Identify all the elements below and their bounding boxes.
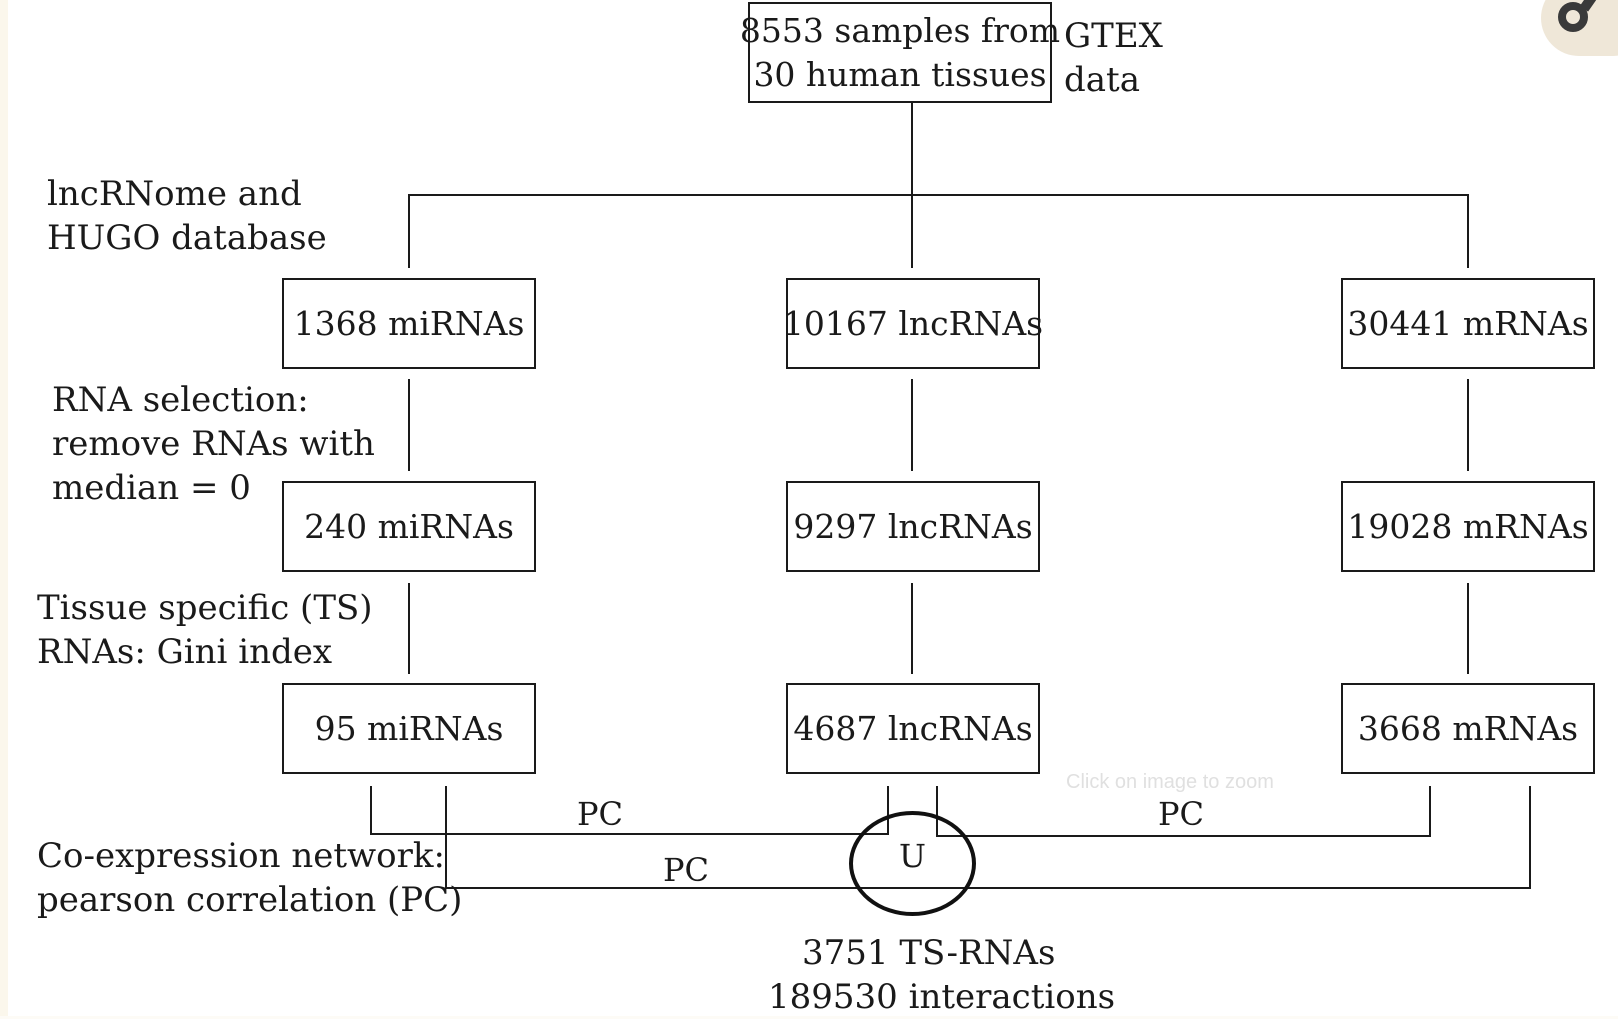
pc-label-mirna-mrna: PC	[663, 851, 710, 889]
mrna-connector-1	[1467, 379, 1469, 471]
pc-mirna-lncrna-horizontal	[370, 833, 889, 835]
page-margin	[0, 0, 8, 1016]
selection-label-line-1: RNA selection:	[52, 380, 309, 420]
branch-drop-mirna	[408, 194, 410, 268]
source-stem-line	[911, 103, 913, 268]
pc-label-lncrna-mrna: PC	[1158, 795, 1205, 833]
branch-drop-mrna	[1467, 194, 1469, 268]
pc-label-mirna-lncrna: PC	[577, 795, 624, 833]
source-box-line-1: 8553 samples from	[739, 10, 1061, 50]
mirna-connector-2	[408, 583, 410, 674]
database-label-line-1: lncRNome and	[47, 174, 302, 214]
ts-label-line-1: Tissue specific (TS)	[37, 588, 373, 628]
gtex-label-line-1: GTEX	[1064, 16, 1163, 56]
pc-mirna-mrna-horizontal	[445, 887, 1531, 889]
selection-label-line-2: remove RNAs with	[52, 424, 375, 464]
lncrna-level1-box: 10167 lncRNAs	[783, 278, 1043, 369]
lncrna-level2-box: 9297 lncRNAs	[786, 481, 1040, 572]
branch-horizontal-line	[408, 194, 1469, 196]
database-label-line-2: HUGO database	[47, 218, 327, 258]
lncrna-connector-1	[911, 379, 913, 471]
mrna-level3-box: 3668 mRNAs	[1341, 683, 1595, 774]
zoom-hint-text[interactable]: Click on image to zoom	[1066, 771, 1274, 793]
pc-lncrna-mrna-drop-left	[936, 786, 938, 837]
mirna-level1-box: 1368 miRNAs	[282, 278, 536, 369]
mrna-connector-2	[1467, 583, 1469, 674]
source-box-line-2: 30 human tissues	[753, 54, 1047, 94]
mrna-level1-box: 30441 mRNAs	[1341, 278, 1595, 369]
gtex-label-line-2: data	[1064, 60, 1140, 100]
mirna-connector-1	[408, 379, 410, 471]
ts-label-line-2: RNAs: Gini index	[37, 632, 333, 672]
union-node: U	[849, 811, 976, 916]
pc-lncrna-mrna-horizontal	[936, 835, 1431, 837]
union-symbol: U	[899, 836, 926, 875]
result-line-1: 3751 TS-RNAs	[802, 933, 1056, 973]
pc-mirna-mrna-drop-right	[1529, 786, 1531, 889]
pc-mirna-lncrna-drop-left	[370, 786, 372, 835]
lncrna-connector-2	[911, 583, 913, 674]
result-line-2: 189530 interactions	[768, 977, 1116, 1017]
mrna-level2-box: 19028 mRNAs	[1341, 481, 1595, 572]
mirna-level3-box: 95 miRNAs	[282, 683, 536, 774]
lncrna-level3-box: 4687 lncRNAs	[786, 683, 1040, 774]
pc-lncrna-mrna-drop-right	[1429, 786, 1431, 837]
zoom-lens-icon	[1558, 2, 1588, 32]
pc-mirna-mrna-drop-left	[445, 786, 447, 889]
network-label-line-2: pearson correlation (PC)	[37, 880, 463, 920]
selection-label-line-3: median = 0	[52, 468, 251, 508]
pc-mirna-lncrna-drop-right	[887, 786, 889, 835]
mirna-level2-box: 240 miRNAs	[282, 481, 536, 572]
network-label-line-1: Co-expression network:	[37, 836, 445, 876]
source-samples-box: 8553 samples from 30 human tissues	[740, 2, 1060, 103]
